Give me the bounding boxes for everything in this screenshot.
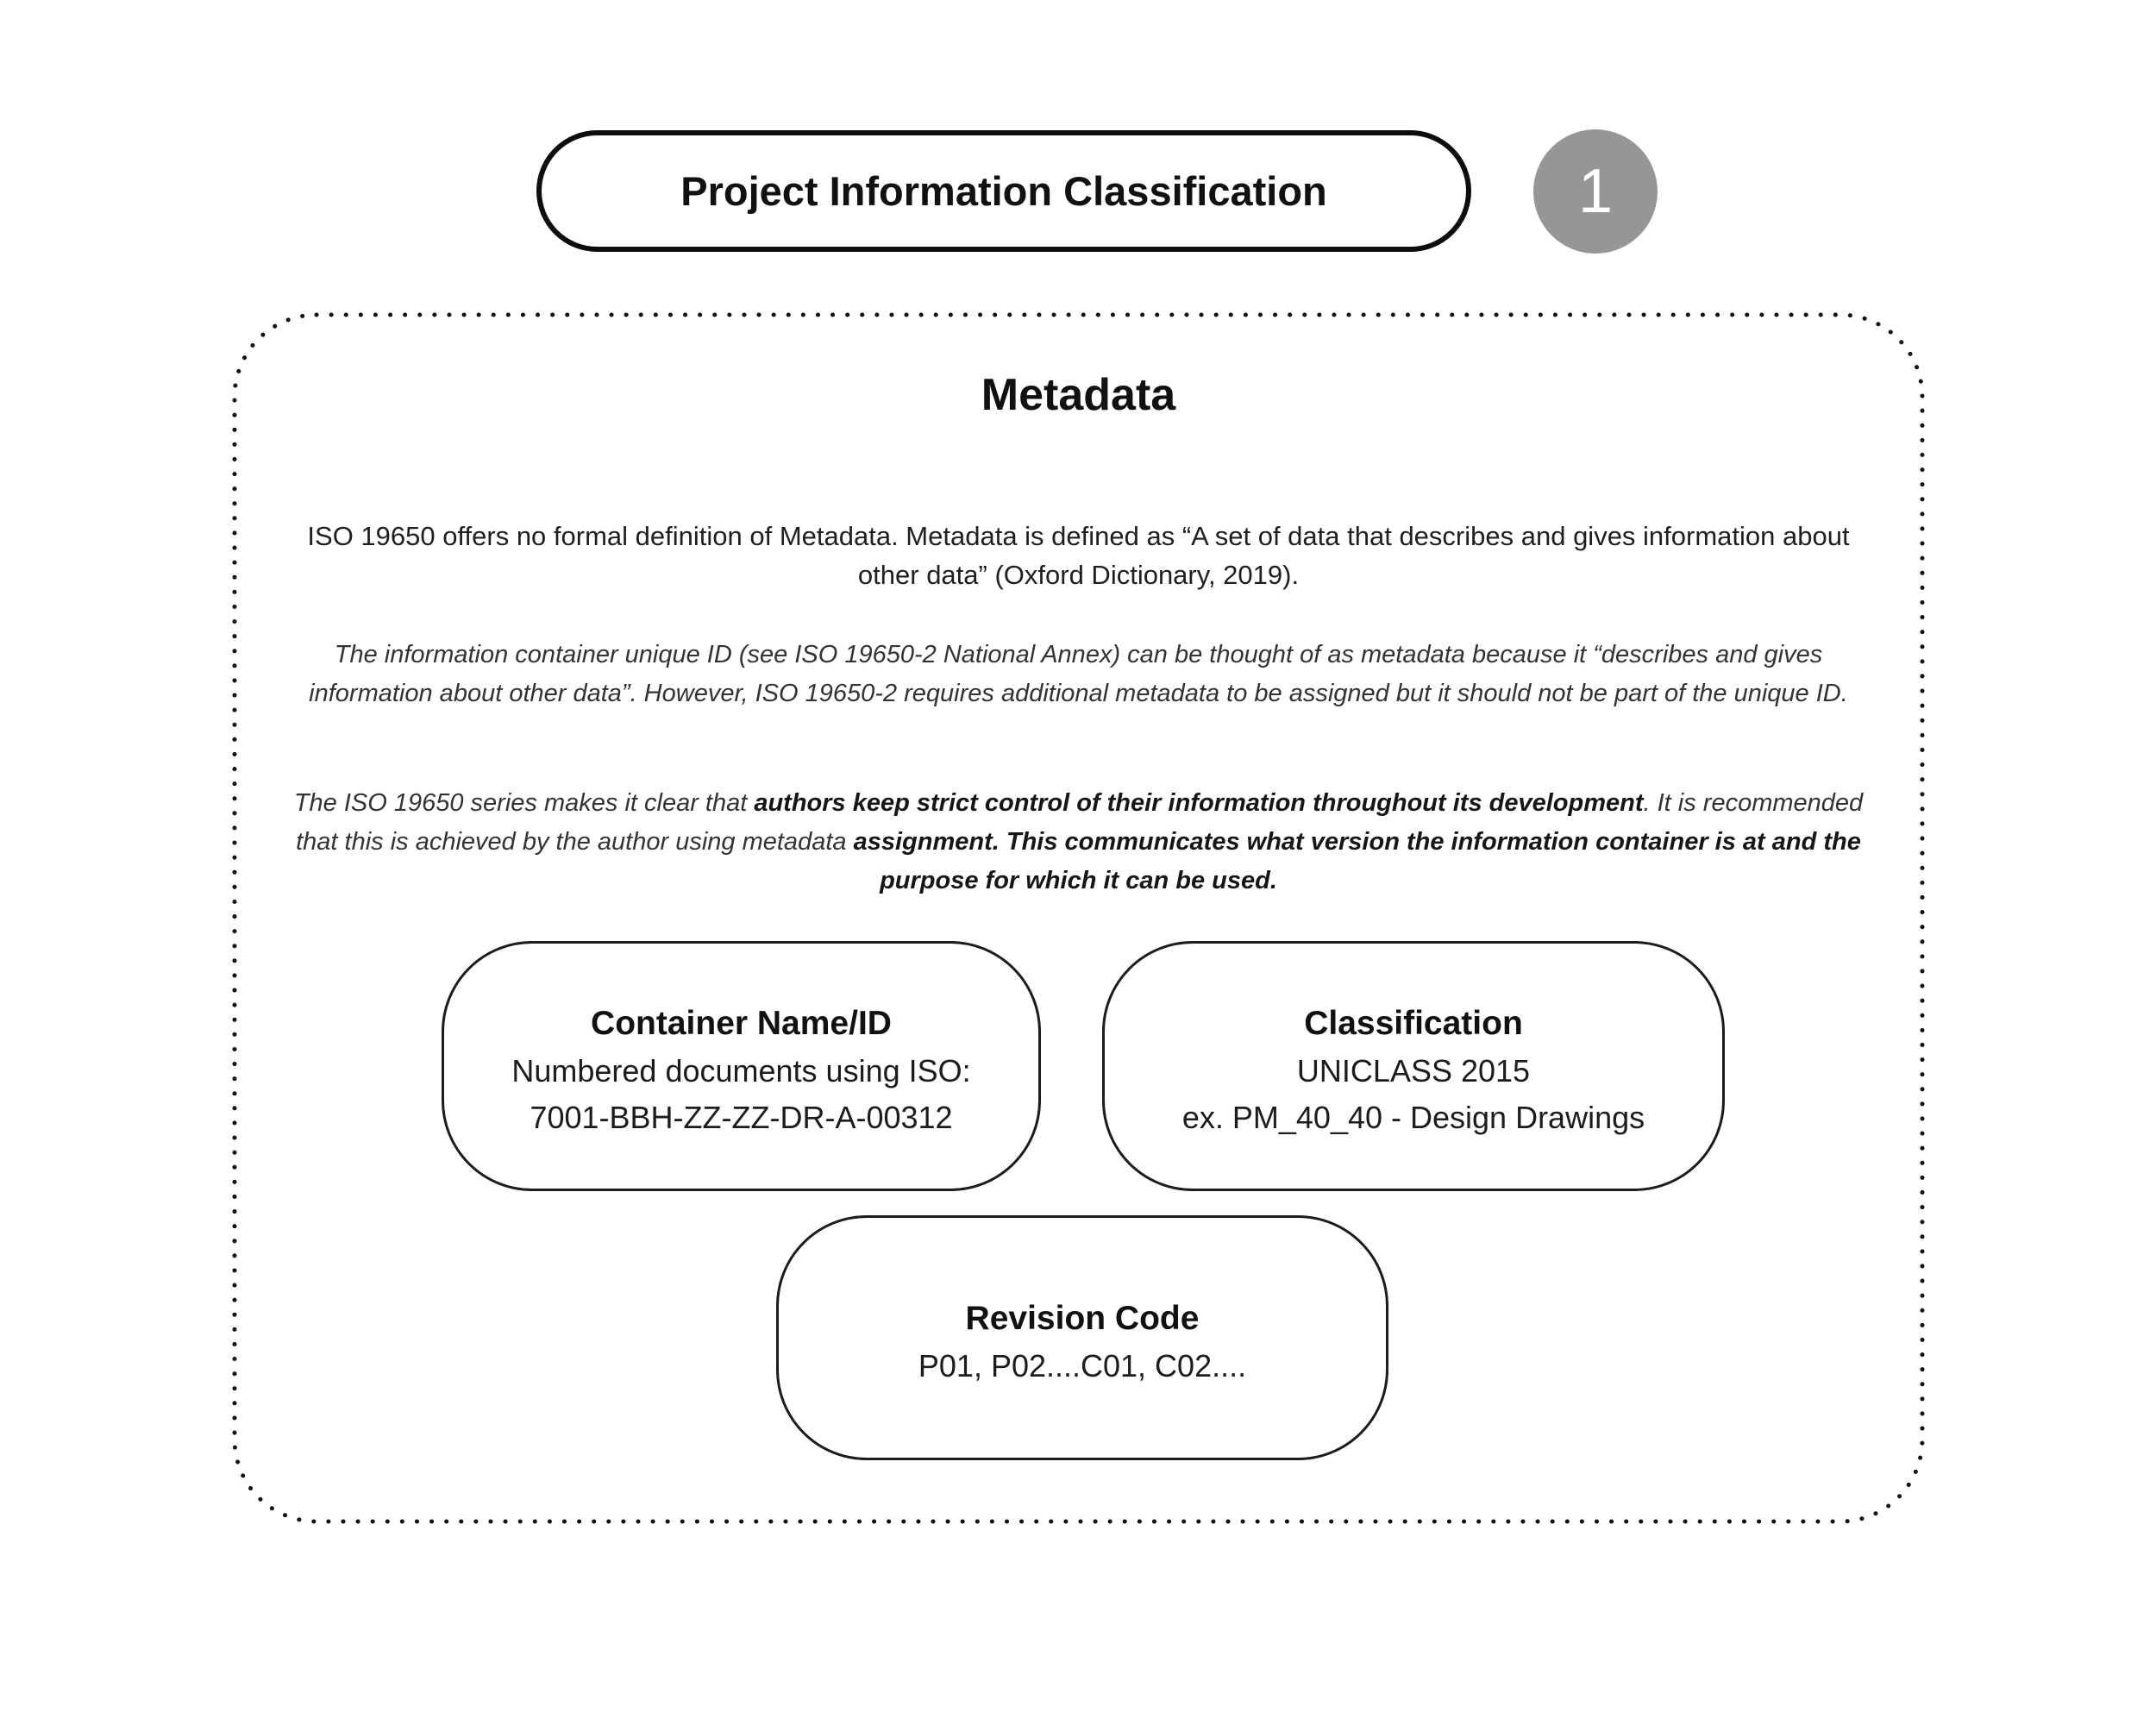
step-number: 1 <box>1577 157 1614 226</box>
classification-box: Classification UNICLASS 2015 ex. PM_40_4… <box>1102 941 1725 1191</box>
box-line: ex. PM_40_40 - Design Drawings <box>1181 1100 1645 1135</box>
box-line: P01, P02....C01, C02.... <box>918 1348 1247 1383</box>
panel-heading: Metadata <box>981 370 1176 420</box>
paragraph-segment-bold: authors keep strict control of their inf… <box>754 789 1644 817</box>
page-title: Project Information Classification <box>680 168 1327 214</box>
revision-code-box: Revision Code P01, P02....C01, C02.... <box>776 1215 1388 1460</box>
box-line: Numbered documents using ISO: <box>511 1053 971 1088</box>
paragraph-definition: ISO 19650 offers no formal definition of… <box>307 521 1850 590</box>
paragraph-segment-bold: assignment. This communicates what versi… <box>853 828 1861 894</box>
paragraph-author-control: The ISO 19650 series makes it clear that… <box>294 784 1864 900</box>
box-line: 7001-BBH-ZZ-ZZ-DR-A-00312 <box>530 1100 953 1135</box>
dotted-border <box>232 312 1925 1524</box>
container-name-box: Container Name/ID Numbered documents usi… <box>442 941 1041 1191</box>
box-line: UNICLASS 2015 <box>1296 1053 1531 1088</box>
step-badge: 1 <box>1533 129 1658 254</box>
box-title: Classification <box>1304 1005 1523 1042</box>
page-title-pill: Project Information Classification <box>536 130 1471 252</box>
box-title: Revision Code <box>965 1300 1200 1337</box>
paragraph-segment: The ISO 19650 series makes it clear that <box>293 789 755 817</box>
paragraph-segment: . It is recommended that this is achieve… <box>296 789 1864 856</box>
metadata-panel: Metadata ISO 19650 offers no formal defi… <box>232 312 1925 1524</box>
box-title: Container Name/ID <box>591 1005 892 1042</box>
paragraph-unique-id: The information container unique ID (see… <box>309 641 1848 707</box>
